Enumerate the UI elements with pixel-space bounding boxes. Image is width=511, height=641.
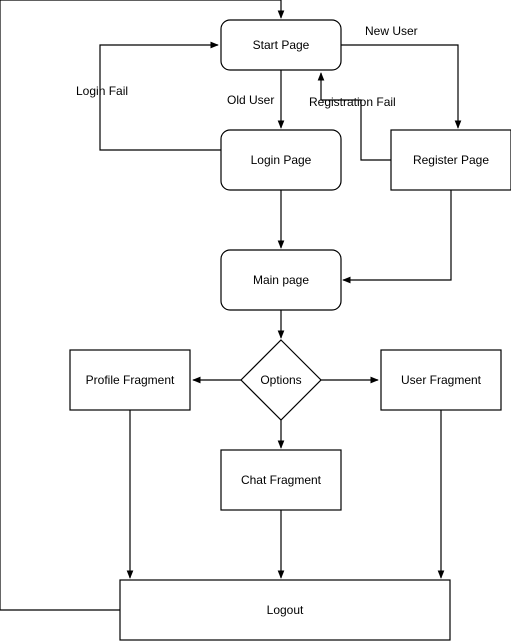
edge-start-to-register [341,44,462,129]
logout-node [119,579,451,641]
edge-login-fail [99,41,221,151]
main-page-label: Main page [253,273,309,287]
register-page-node [390,129,511,191]
options-label: Options [260,373,301,387]
new-user-edge-label: New User [365,24,418,38]
old-user-edge-label: Old User [227,93,274,107]
edge-registration-fail [317,72,391,161]
edge-register-to-main [342,190,452,284]
register-page-label: Register Page [413,153,489,167]
main-page-node [220,249,342,311]
login-page-node [220,129,342,191]
start-page-label: Start Page [253,38,310,52]
chat-fragment-label: Chat Fragment [241,473,322,487]
start-page-node [220,19,342,71]
edge-logout-to-start [0,0,285,611]
user-fragment-label: User Fragment [401,373,482,387]
logout-label: Logout [267,603,304,617]
profile-fragment-node [69,349,191,411]
login-fail-edge-label: Login Fail [76,84,128,98]
chat-fragment-node [220,449,342,511]
options-decision-node [240,339,322,421]
profile-fragment-label: Profile Fragment [86,373,175,387]
user-fragment-node [380,349,502,411]
registration-fail-edge-label: Registration Fail [309,95,396,109]
login-page-label: Login Page [251,153,312,167]
